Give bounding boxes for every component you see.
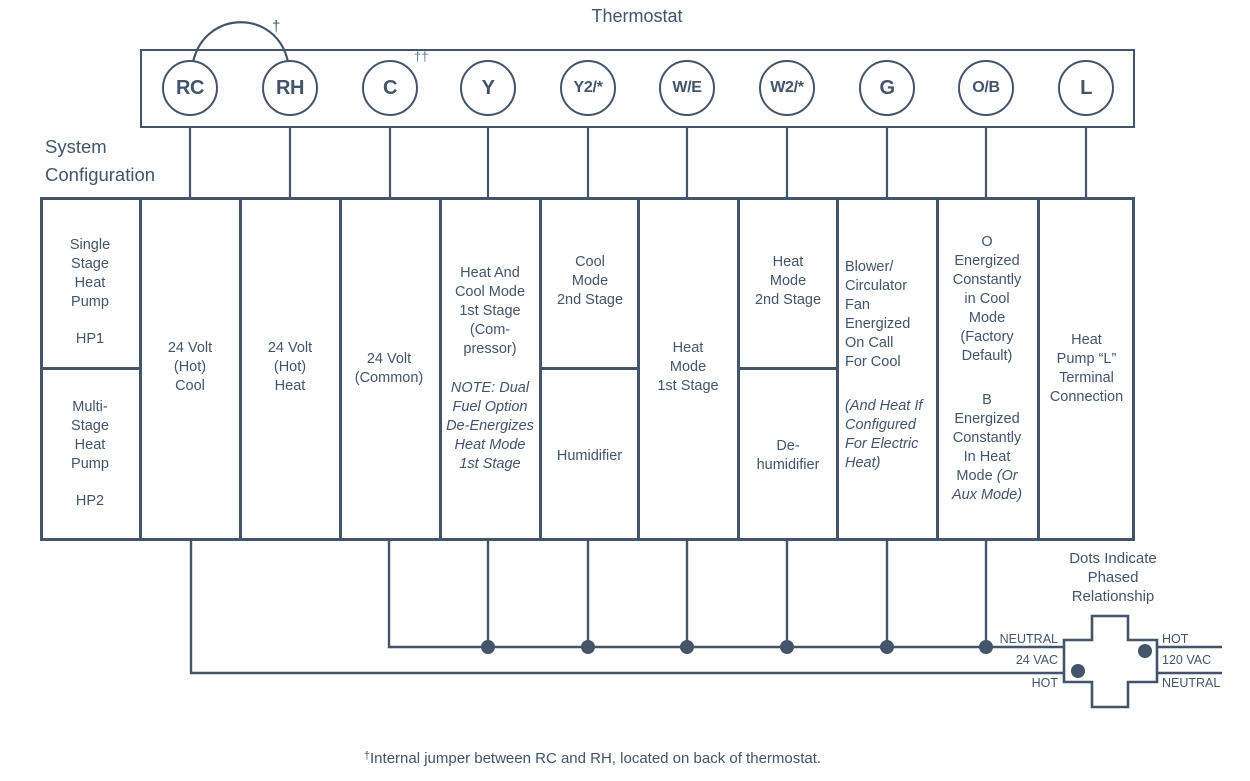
phase-dots [1071,644,1152,678]
terminal-rh: RH [262,60,318,116]
c-terminal-dagger-mark: †† [414,49,429,64]
column-divider [1037,197,1040,541]
terminal-y2-label: Y2/* [573,79,603,96]
jumper-dagger-mark: † [272,18,281,35]
terminal-w2-label: W2/* [770,79,804,96]
ob-b-main: B Energized Constantly In Heat Mode [952,392,1022,484]
hp2-code: HP2 [75,493,105,509]
cell-rh: 24 Volt (Hot) Heat [267,340,313,394]
cell-hp2: Multi- Stage Heat Pump HP2 [43,398,137,511]
terminal-stub-wires [188,128,1088,197]
transformer-icon [1062,614,1159,709]
heat-pump-row-divider [40,367,142,370]
column-divider [239,197,242,541]
cell-w2-top: Heat Mode 2nd Stage [754,254,822,308]
ob-b-italic: (Or Aux Mode) [951,468,1023,503]
transformer-label-hot-24v: HOT [1031,676,1058,690]
hp1-label: Single Stage Heat Pump [69,237,111,310]
cell-w2-bottom: De- humidifier [756,438,820,473]
terminal-y2: Y2/* [560,60,616,116]
transformer-label-120vac: 120 VAC [1162,653,1212,667]
terminal-g: G [859,60,915,116]
transformer-label-24vac: 24 VAC [1015,653,1058,667]
neutral-24v-wire [387,541,1066,649]
terminal-we-label: W/E [672,79,702,96]
cell-y2-bottom: Humidifier [556,448,623,464]
cell-we: Heat Mode 1st Stage [657,340,719,394]
cell-l: Heat Pump “L” Terminal Connection [1049,332,1124,405]
footnote-text: Internal jumper between RC and RH, locat… [370,750,822,767]
page-title: Thermostat [591,6,683,26]
terminal-w2: W2/* [759,60,815,116]
cell-g: Blower/ Circulator Fan Energized On Call… [845,258,934,473]
transformer-label-neutral-24v: NEUTRAL [999,632,1058,646]
junction-dots [481,640,993,654]
cell-hp1: Single Stage Heat Pump HP1 [43,236,137,349]
hp1-code: HP1 [75,331,105,347]
g-note: (And Heat If Configured For Electric Hea… [845,398,923,471]
column-divider [936,197,939,541]
ob-o-description: O Energized Constantly in Cool Mode (Fac… [952,234,1022,364]
w2-cell-divider [737,367,839,370]
phase-relationship-note: Dots Indicate Phased Relationship [1069,550,1157,605]
column-divider [439,197,442,541]
terminal-rc-label: RC [176,76,204,99]
terminal-c-label: C [383,76,397,99]
y-note: NOTE: Dual Fuel Option De-Energizes Heat… [446,380,534,472]
y-description: Heat And Cool Mode 1st Stage (Com- press… [454,265,526,357]
terminal-c: C [362,60,418,116]
footnote: †Internal jumper between RC and RH, loca… [0,750,1185,767]
y2-cell-divider [539,367,640,370]
terminal-ob: O/B [958,60,1014,116]
ob-b-description: B Energized Constantly In Heat Mode (Or … [940,391,1034,505]
terminal-strip-box [140,49,1135,128]
cell-ob: O Energized Constantly in Cool Mode (Fac… [940,233,1034,505]
terminal-y-label: Y [481,76,495,99]
terminal-drop-wires [486,541,988,647]
terminal-g-label: G [879,76,895,99]
terminal-l-label: L [1080,76,1092,99]
terminal-l: L [1058,60,1114,116]
section-label: System Configuration [45,136,156,185]
terminal-ob-label: O/B [972,79,1000,96]
terminal-rh-label: RH [276,76,304,99]
hp2-label: Multi- Stage Heat Pump [71,399,109,472]
transformer-label-hot-120v: HOT [1162,632,1189,646]
footnote-dagger: † [363,750,371,762]
cell-rc: 24 Volt (Hot) Cool [167,340,213,394]
cell-y: Heat And Cool Mode 1st Stage (Com- press… [442,264,538,474]
cell-c: 24 Volt (Common) [354,351,424,386]
g-description: Blower/ Circulator Fan Energized On Call… [845,259,911,370]
column-divider [339,197,342,541]
terminal-rc: RC [162,60,218,116]
terminal-we: W/E [659,60,715,116]
terminal-y: Y [460,60,516,116]
hot-24v-wire [189,541,1066,675]
transformer-label-neutral-120v: NEUTRAL [1162,676,1221,690]
cell-y2-top: Cool Mode 2nd Stage [556,254,624,308]
